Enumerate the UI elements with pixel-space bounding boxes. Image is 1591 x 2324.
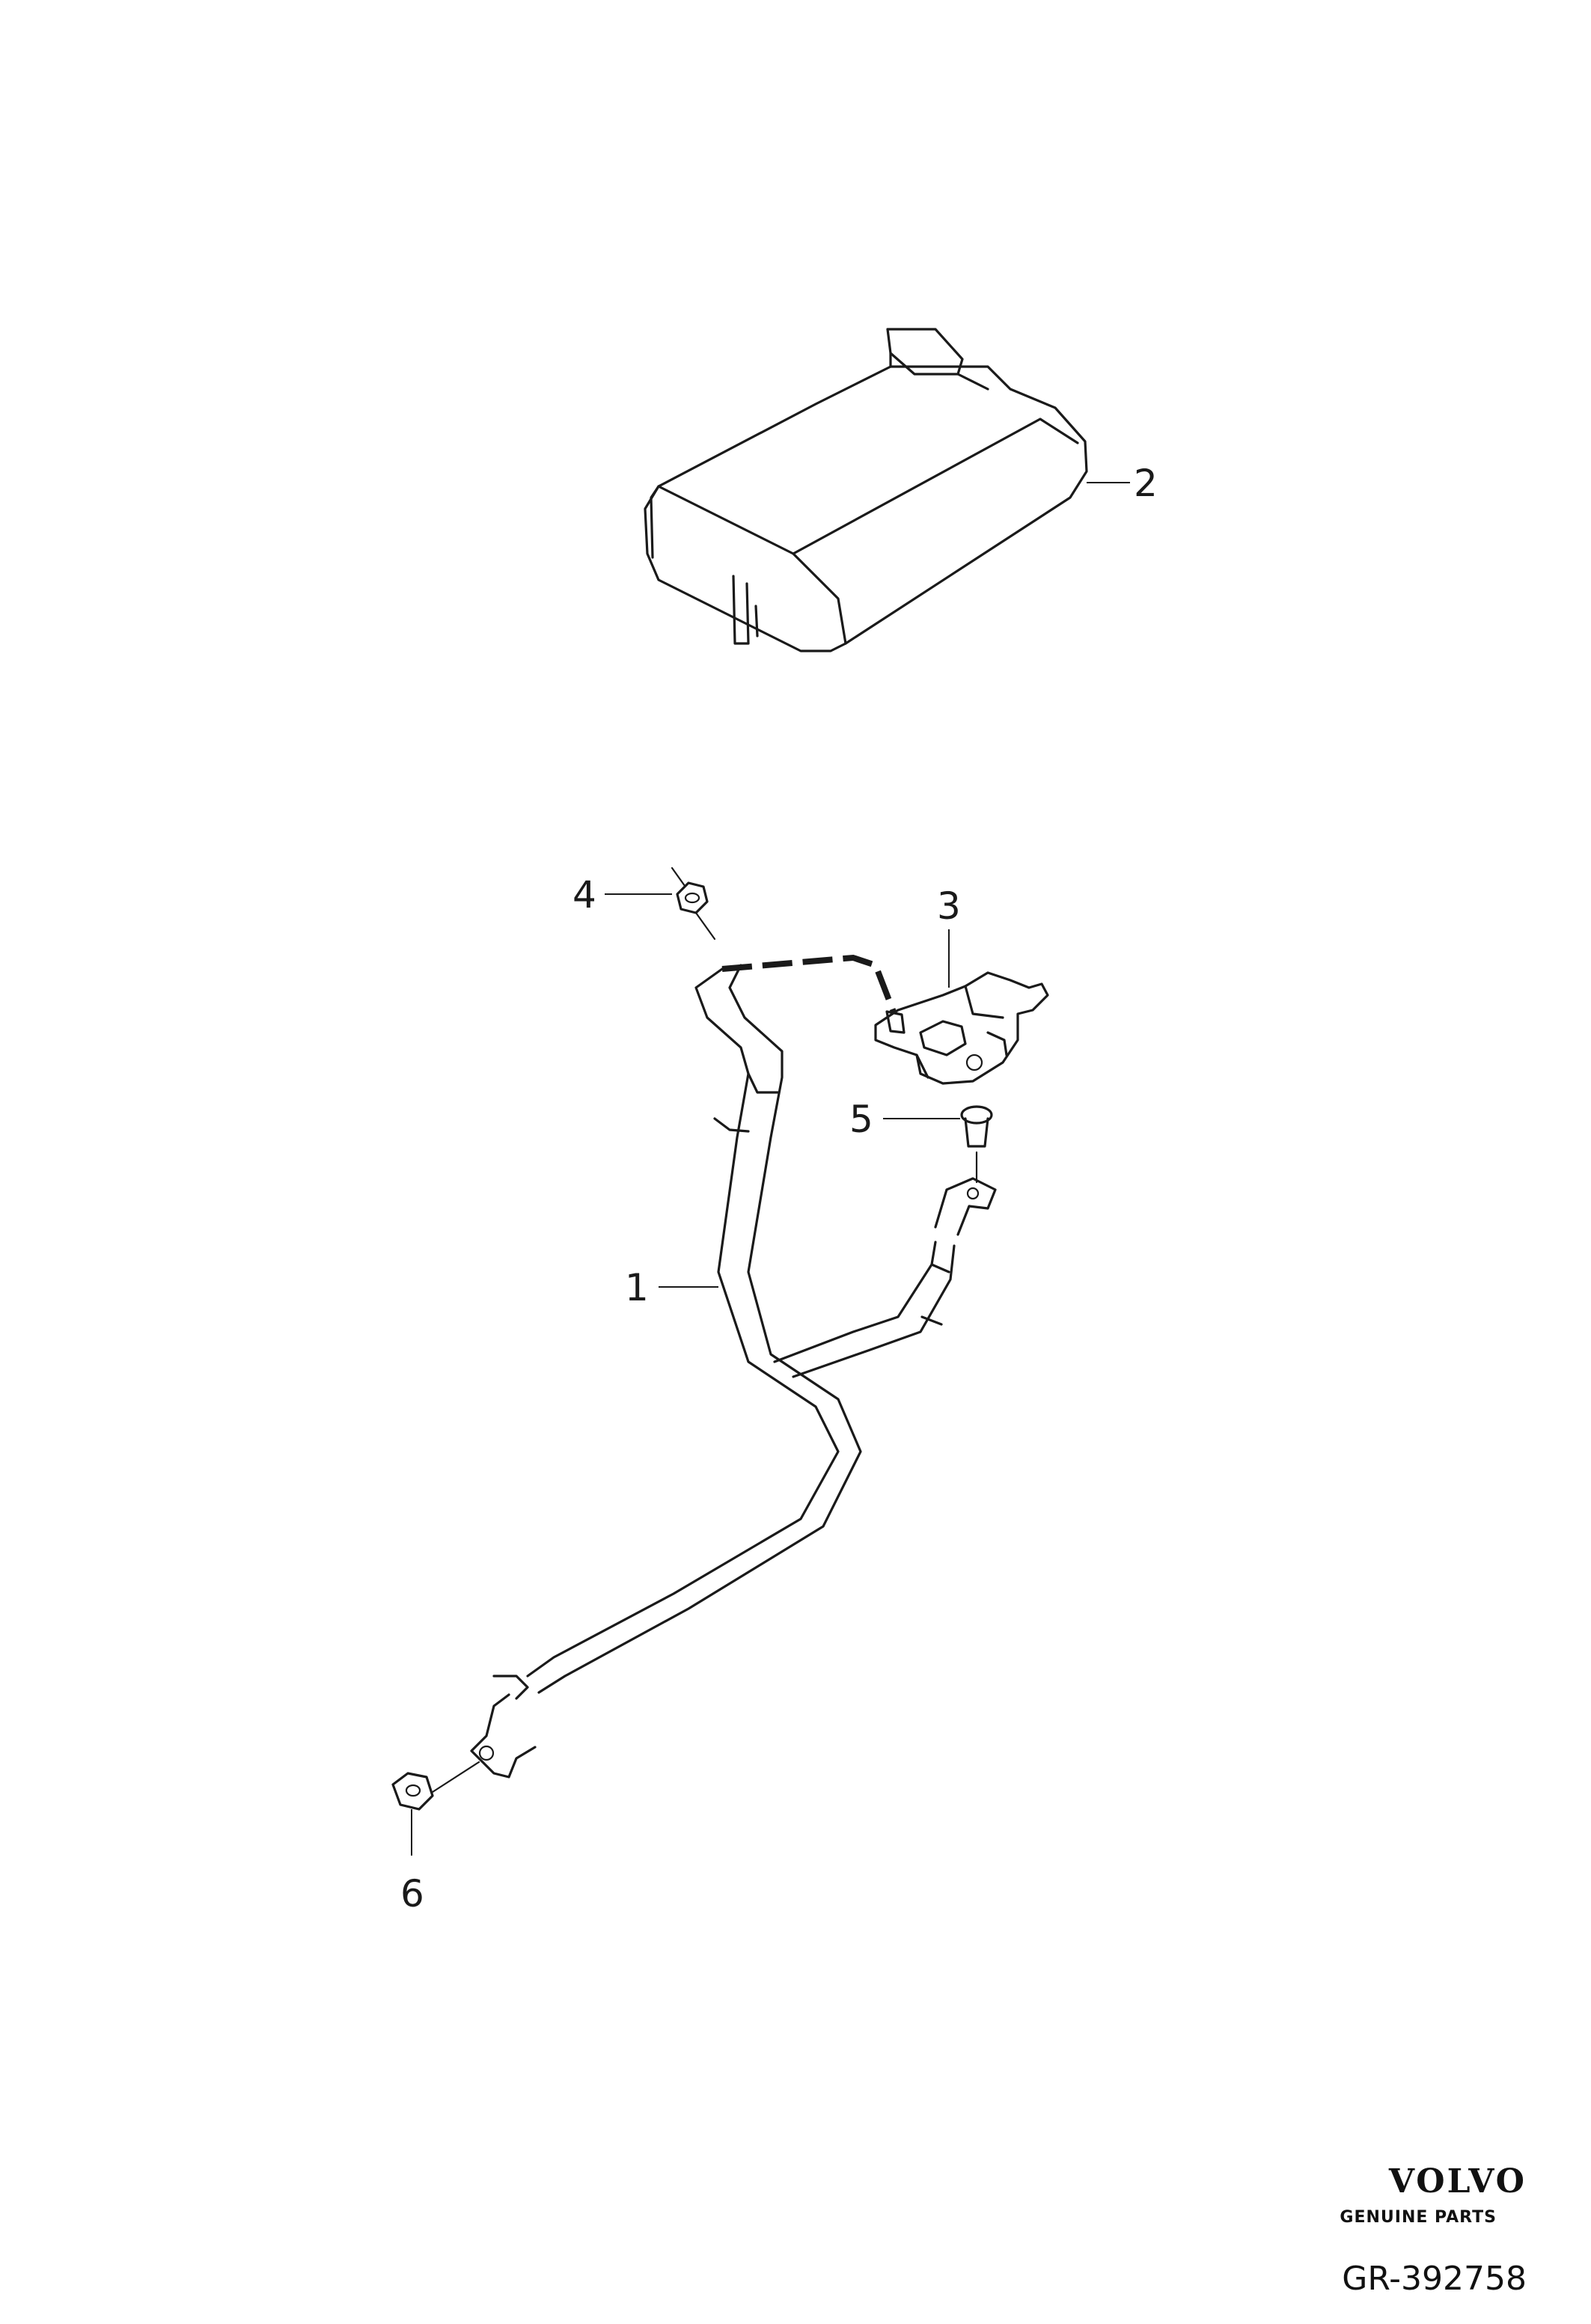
- connection-dashed-line: [721, 954, 897, 1015]
- callout-2: 2: [1134, 462, 1158, 505]
- battery-cover-part: [644, 328, 1088, 652]
- bolt-part-5: [960, 1105, 993, 1184]
- callout-1: 1: [625, 1266, 649, 1309]
- genuine-parts-text: GENUINE PARTS: [1340, 2208, 1497, 2227]
- callout-4: 4: [572, 873, 596, 917]
- callout-3: 3: [937, 884, 961, 928]
- diagram-reference-number: GR-392758: [1342, 2260, 1527, 2298]
- callout-6: 6: [400, 1872, 424, 1915]
- volvo-logo-text: VOLVO: [1388, 2162, 1527, 2201]
- cable-harness-part: [470, 964, 997, 1779]
- battery-sensor-part: [874, 971, 1049, 1085]
- callout-5: 5: [849, 1098, 873, 1141]
- nut-part-4: [671, 866, 716, 941]
- callout-leaders: [411, 482, 1130, 1856]
- nut-part-6: [391, 1761, 480, 1811]
